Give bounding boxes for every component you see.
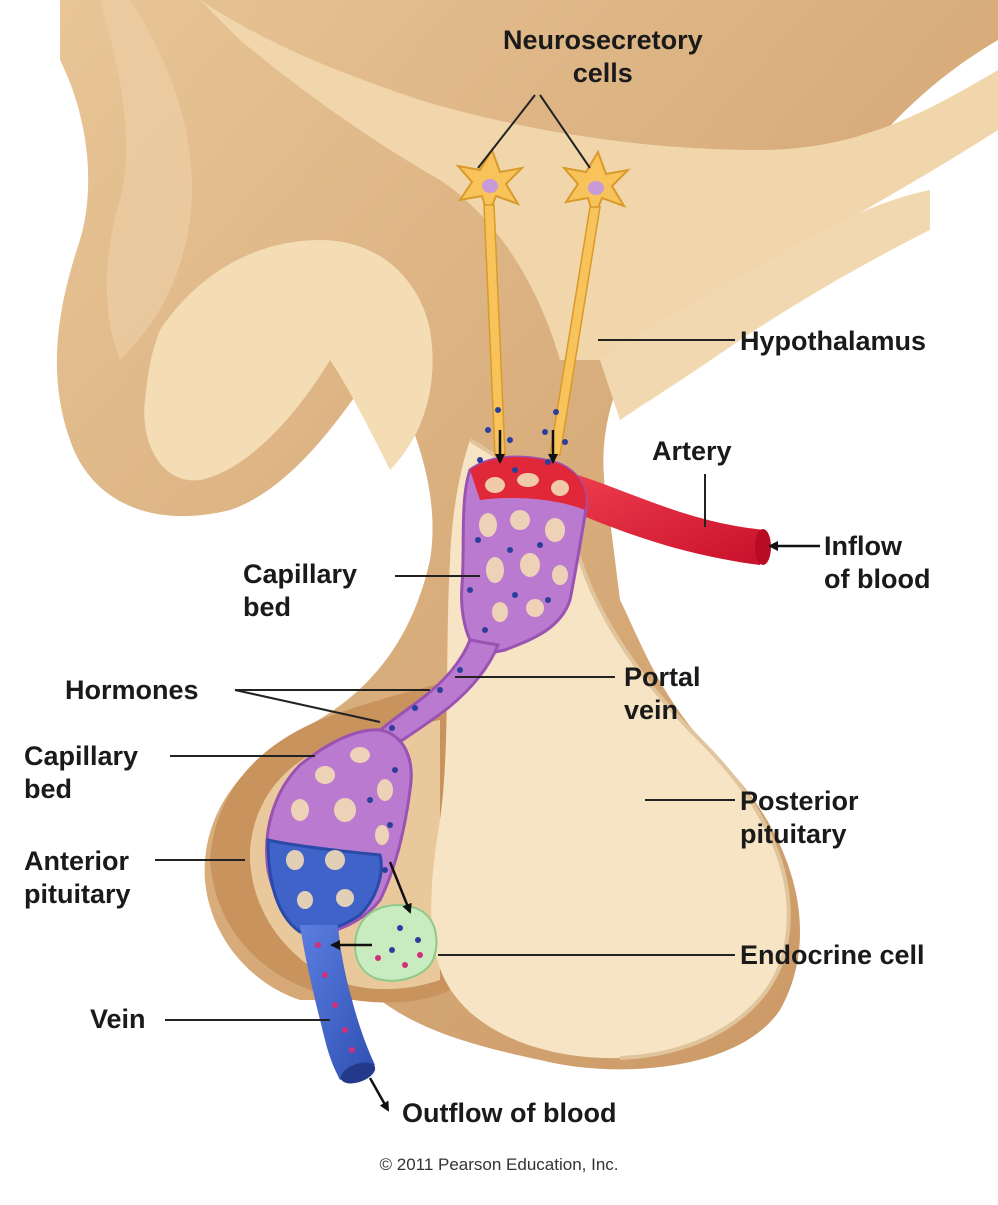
vein bbox=[300, 925, 376, 1084]
hormones-label: Hormones bbox=[65, 675, 199, 705]
released-hormone-dots bbox=[315, 942, 423, 1053]
inflow-of-blood-label: Inflow of blood bbox=[824, 531, 931, 594]
outflow-of-blood-label: Outflow of blood bbox=[402, 1098, 617, 1128]
vein-label: Vein bbox=[90, 1004, 146, 1034]
hypothalamus-label: Hypothalamus bbox=[740, 326, 927, 356]
portal-vein-label: Portal vein bbox=[624, 662, 701, 725]
posterior-pituitary-label: Posterior pituitary bbox=[740, 786, 859, 849]
endocrine-cell-label: Endocrine cell bbox=[740, 940, 925, 970]
neurosecretory-cell-right bbox=[549, 149, 631, 456]
artery-label: Artery bbox=[652, 436, 732, 466]
endocrine-cell bbox=[354, 904, 438, 982]
neurosecretory-cells-label: Neurosecretory cells bbox=[503, 25, 703, 88]
copyright-notice: © 2011 Pearson Education, Inc. bbox=[379, 1155, 619, 1174]
upper-capillary-bed bbox=[460, 455, 588, 657]
upper-capillary-bed-label: Capillary bed bbox=[243, 559, 358, 622]
leader-lines bbox=[155, 94, 735, 1021]
anterior-pituitary-label: Anterior pituitary bbox=[24, 846, 131, 909]
flow-arrows bbox=[330, 430, 820, 1112]
lower-capillary-bed-label: Capillary bed bbox=[24, 741, 139, 804]
artery bbox=[560, 470, 771, 565]
neurosecretory-cell-left bbox=[455, 147, 525, 456]
